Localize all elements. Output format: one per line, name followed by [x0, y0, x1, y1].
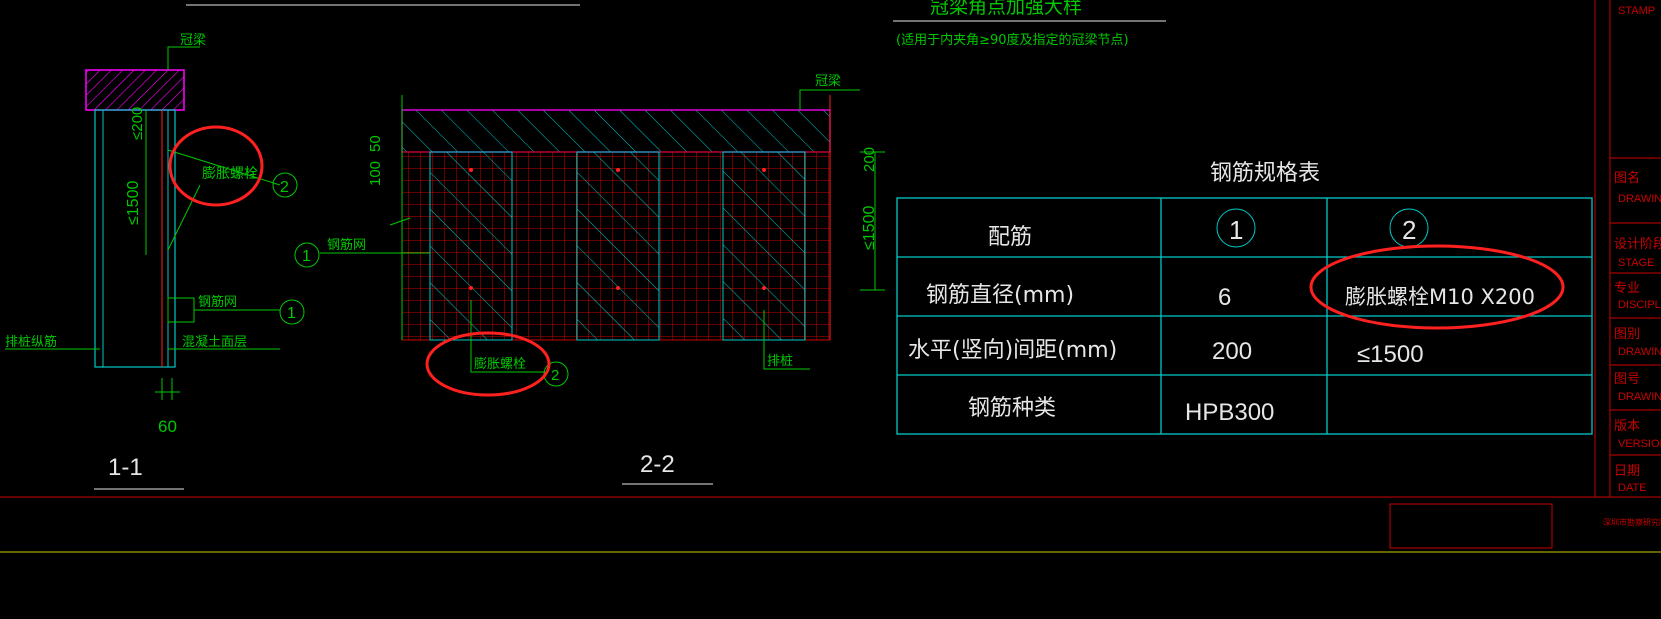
- header: 冠梁角点加强大样 (适用于内夹角≥90度及指定的冠梁节点): [896, 0, 1129, 48]
- tb-stamp-en: STAMP: [1618, 5, 1655, 17]
- bolt-dot: [616, 168, 620, 172]
- mesh-label: 钢筋网: [198, 294, 237, 310]
- tb-3-cn: 专业: [1614, 281, 1640, 296]
- mesh-marker-circle-2: [294, 242, 320, 268]
- bolt-dot: [762, 286, 766, 290]
- section-2-2: 100 50 200 ≤1500 冠梁 1 钢筋网 膨胀螺栓 2 排桩 2-2: [294, 74, 885, 485]
- pile-wall: [94, 109, 176, 368]
- pile-leader: [763, 310, 810, 370]
- title-block: STAMP 图名 DRAWING 设计阶段 STAGE 专业 DISCIPLIN…: [1594, 0, 1661, 497]
- pile-3: [722, 151, 806, 341]
- bolt-marker-circle: [272, 172, 298, 198]
- row-0-label: 钢筋直径(mm): [926, 283, 1074, 308]
- tb-1-cn: 图名: [1614, 170, 1640, 186]
- concrete-layer-label: 混凝土面层: [182, 334, 247, 350]
- tb-4-en: DRAWING: [1618, 346, 1661, 358]
- bolt-dot: [469, 168, 473, 172]
- dim-1500-right: ≤1500: [861, 206, 878, 250]
- row-2-col-1: HPB300: [1185, 399, 1274, 426]
- bolt-label: 膨胀螺栓: [202, 165, 258, 182]
- bolt-label-2: 膨胀螺栓: [474, 357, 526, 372]
- table-title: 钢筋规格表: [1210, 161, 1320, 186]
- bolt-dot: [469, 286, 473, 290]
- row-1-col-2: ≤1500: [1357, 341, 1424, 368]
- dim-200-right: 200: [861, 147, 878, 172]
- bolt-marker-circle-2: [543, 361, 569, 387]
- tb-7-cn: 日期: [1614, 464, 1640, 479]
- header-title: 冠梁角点加强大样: [930, 0, 1082, 18]
- section-1-1-label: 1-1: [108, 454, 143, 481]
- table-header-label: 配筋: [988, 225, 1032, 250]
- dim-50: 50: [367, 135, 384, 152]
- row-0-col-1: 6: [1218, 284, 1231, 311]
- mesh-label-2: 钢筋网: [327, 237, 366, 253]
- highlight-ellipse-table: [1309, 244, 1565, 330]
- header-note: (适用于内夹角≥90度及指定的冠梁节点): [896, 32, 1129, 48]
- tb-5-en: DRAWING: [1618, 391, 1661, 403]
- dim-100: 100: [367, 161, 384, 186]
- crown-beam-label-2: 冠梁: [815, 74, 841, 89]
- row-1-label: 水平(竖向)间距(mm): [908, 338, 1117, 363]
- bolt-leader-2-2: [470, 300, 545, 373]
- section-1-1: 冠梁 ≤200 ≤1500 膨胀螺栓 2 钢筋网 1 排桩纵筋 混凝土面层 60…: [5, 33, 305, 490]
- header-marker-circle-1: [1216, 208, 1256, 248]
- tb-2-en: STAGE: [1618, 257, 1654, 269]
- row-2-label: 钢筋种类: [968, 396, 1056, 421]
- highlight-ellipse-bolt-2-2: [425, 331, 551, 397]
- tb-5-cn: 图号: [1614, 372, 1640, 387]
- rebar-table: 钢筋规格表 配筋 1 2 钢筋直径(mm) 6 膨胀螺栓M10 X200 水平(…: [896, 161, 1593, 435]
- bolt-marker: 2: [280, 179, 289, 196]
- mesh-marker-2: 1: [302, 248, 311, 265]
- tb-3-en: DISCIPLINE: [1618, 299, 1661, 311]
- row-0-col-2: 膨胀螺栓M10 X200: [1345, 285, 1535, 309]
- tb-2-cn: 设计阶段: [1614, 237, 1661, 252]
- stamp-box: [1389, 503, 1553, 549]
- crown-beam-label: 冠梁: [180, 33, 206, 48]
- bolt-leader-1: [167, 149, 281, 186]
- pile-label: 排桩: [767, 354, 793, 369]
- crown-beam-leader-2: [799, 89, 860, 110]
- table-header-2: 2: [1402, 215, 1416, 245]
- tb-6-cn: 版本: [1614, 419, 1640, 434]
- left-break: [389, 217, 411, 226]
- dim-200: ≤200: [129, 107, 146, 140]
- bolt-dot: [616, 286, 620, 290]
- mesh-box: [167, 297, 195, 323]
- tb-4-cn: 图别: [1614, 327, 1640, 342]
- mesh-marker: 1: [287, 305, 296, 322]
- tb-1-en: DRAWING: [1618, 193, 1661, 205]
- table-header-1: 1: [1229, 215, 1243, 245]
- section-2-2-label: 2-2: [640, 451, 675, 478]
- bolt-dot: [762, 168, 766, 172]
- crown-beam-block: [85, 69, 185, 111]
- bolt-marker-2: 2: [551, 367, 559, 384]
- highlight-ellipse-bolt-1-1: [168, 125, 264, 207]
- bolt-leader-2: [167, 184, 201, 251]
- pile-2: [576, 151, 660, 341]
- dim-1500: ≤1500: [125, 181, 142, 225]
- dim-60: 60: [158, 417, 177, 436]
- crown-beam-band: [401, 109, 831, 153]
- footer-note: 深圳市勘察研究院有限公司: [1603, 517, 1661, 527]
- crown-beam-leader: [167, 46, 200, 70]
- pile-rebar-label: 排桩纵筋: [5, 334, 57, 350]
- mesh-marker-circle: [279, 299, 305, 325]
- tb-7-en: DATE: [1618, 482, 1647, 494]
- tb-6-en: VERSION: [1618, 438, 1661, 450]
- row-1-col-1: 200: [1212, 338, 1252, 365]
